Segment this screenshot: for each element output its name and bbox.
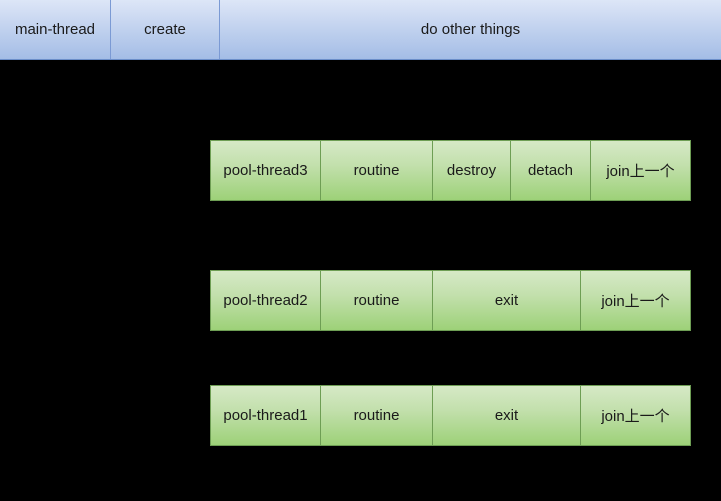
pool-thread3-detach-cell[interactable]: detach: [511, 141, 591, 200]
pool-thread3-detach-label: detach: [527, 162, 574, 179]
pool-thread3-destroy-label: destroy: [446, 162, 497, 179]
main-thread-other-cell[interactable]: do other things: [220, 0, 721, 59]
pool-thread2-lane: pool-thread2 routine exit join上一个: [210, 270, 691, 331]
pool-thread2-join-label: join上一个: [601, 293, 670, 310]
pool-thread1-label-cell[interactable]: pool-thread1: [211, 386, 321, 445]
pool-thread2-label: pool-thread2: [223, 292, 308, 309]
main-thread-lane: main-thread create do other things: [0, 0, 721, 60]
main-thread-other-label: do other things: [420, 21, 521, 38]
pool-thread1-routine-cell[interactable]: routine: [321, 386, 433, 445]
pool-thread2-routine-label: routine: [353, 292, 400, 309]
pool-thread1-label: pool-thread1: [223, 407, 308, 424]
main-thread-label-cell[interactable]: main-thread: [0, 0, 111, 59]
pool-thread3-lane: pool-thread3 routine destroy detach join…: [210, 140, 691, 201]
pool-thread2-exit-label: exit: [494, 292, 519, 309]
pool-thread3-join-cell[interactable]: join上一个: [591, 141, 690, 200]
main-thread-create-cell[interactable]: create: [111, 0, 220, 59]
pool-thread2-join-cell[interactable]: join上一个: [581, 271, 690, 330]
pool-thread1-lane: pool-thread1 routine exit join上一个: [210, 385, 691, 446]
pool-thread2-exit-cell[interactable]: exit: [433, 271, 581, 330]
pool-thread3-routine-label: routine: [353, 162, 400, 179]
pool-thread2-label-cell[interactable]: pool-thread2: [211, 271, 321, 330]
pool-thread2-routine-cell[interactable]: routine: [321, 271, 433, 330]
pool-thread1-join-cell[interactable]: join上一个: [581, 386, 690, 445]
pool-thread1-join-label: join上一个: [601, 408, 670, 425]
pool-thread3-destroy-cell[interactable]: destroy: [433, 141, 511, 200]
pool-thread3-routine-cell[interactable]: routine: [321, 141, 433, 200]
pool-thread3-label: pool-thread3: [223, 162, 308, 179]
pool-thread3-join-label: join上一个: [606, 163, 675, 180]
main-thread-label: main-thread: [14, 21, 96, 38]
pool-thread1-routine-label: routine: [353, 407, 400, 424]
pool-thread3-label-cell[interactable]: pool-thread3: [211, 141, 321, 200]
pool-thread1-exit-label: exit: [494, 407, 519, 424]
pool-thread1-exit-cell[interactable]: exit: [433, 386, 581, 445]
main-thread-create-label: create: [144, 21, 186, 38]
